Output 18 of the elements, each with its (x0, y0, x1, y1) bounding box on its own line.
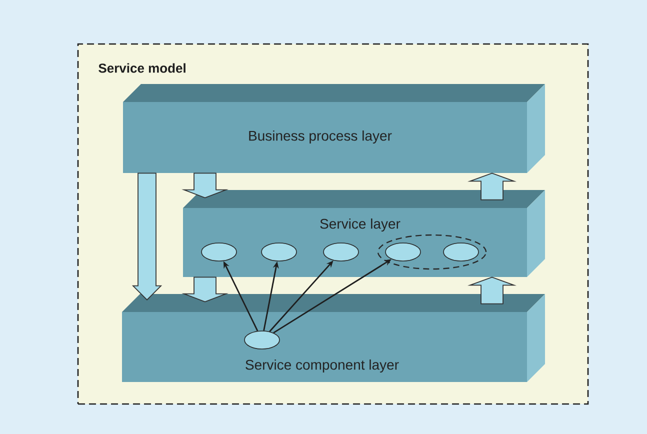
layer-block (122, 294, 545, 382)
block-arrow (182, 276, 228, 302)
block-arrow (182, 172, 228, 198)
service-ellipse (385, 242, 421, 262)
layer-label: Service layer (320, 218, 400, 232)
layer-block (123, 84, 545, 173)
frame-title: Service model (98, 63, 186, 73)
block-arrow (132, 172, 162, 300)
service-ellipse (244, 330, 280, 350)
service-ellipse (261, 242, 297, 262)
service-ellipse (201, 242, 237, 262)
group-ellipse (377, 234, 487, 270)
service-ellipse (323, 242, 359, 262)
block-arrow (467, 276, 517, 304)
service-ellipse (443, 242, 479, 262)
block-arrow (467, 172, 517, 200)
layer-label: Service component layer (246, 359, 399, 373)
layer-label: Business process layer (249, 130, 392, 144)
